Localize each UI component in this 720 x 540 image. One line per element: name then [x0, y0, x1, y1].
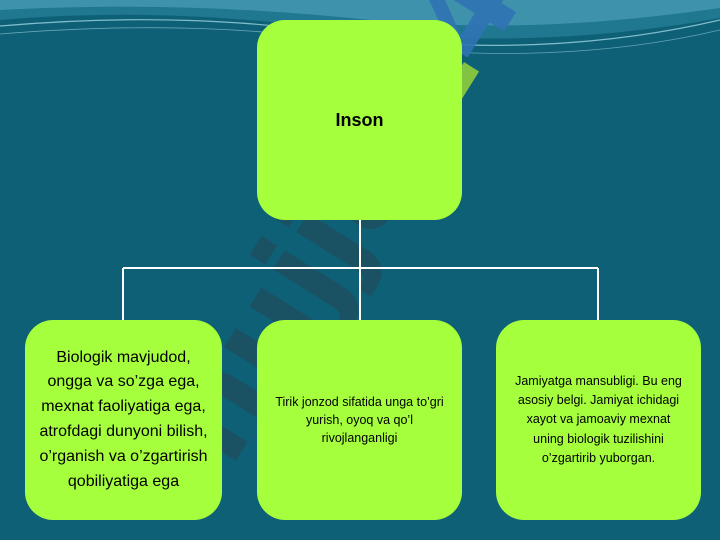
child-node-jamiyat: Jamiyatga mansubligi. Bu eng asosiy belg… [496, 320, 701, 520]
root-node-label: Inson [335, 109, 384, 130]
child-node-label-1: Biologik mavjudod, ongga va so’zga ega, … [39, 348, 208, 490]
child-node-label-3: Jamiyatga mansubligi. Bu eng asosiy belg… [515, 373, 682, 466]
child-node-biologik: Biologik mavjudod, ongga va so’zga ega, … [25, 320, 222, 520]
child-node-label-2: Tirik jonzod sifatida unga to’gri yurish… [275, 394, 444, 446]
root-node-inson: Inson [257, 20, 462, 220]
child-node-tirik: Tirik jonzod sifatida unga to’gri yurish… [257, 320, 462, 520]
